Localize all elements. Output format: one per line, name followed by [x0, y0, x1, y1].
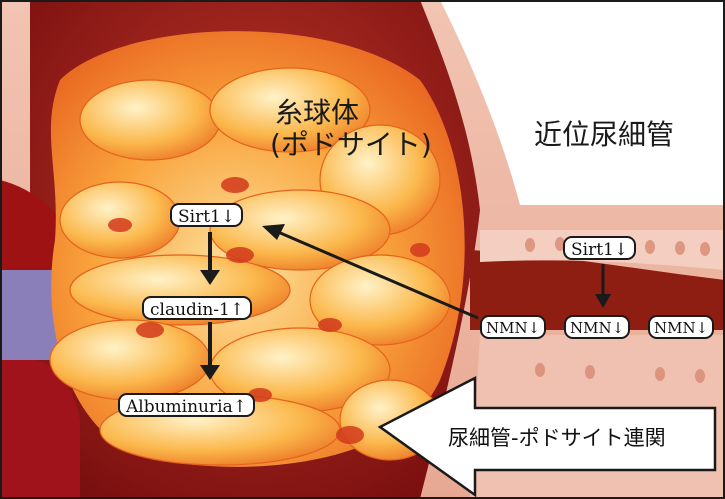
- crosstalk-label: 尿細管-ポドサイト連関: [448, 422, 666, 452]
- podocyte-label: (ポドサイト): [270, 128, 432, 162]
- claudin-box: claudin-1↑: [142, 296, 252, 320]
- nmn-box-1: NMN↓: [480, 315, 546, 339]
- albuminuria-box: Albuminuria↑: [118, 393, 255, 417]
- sirt1-podocyte-box: Sirt1↓: [170, 203, 243, 227]
- glomerulus-label: 糸球体: [275, 96, 359, 130]
- nmn-box-2: NMN↓: [564, 315, 630, 339]
- proximal-tubule-label: 近位尿細管: [534, 118, 674, 152]
- nmn-box-3: NMN↓: [648, 315, 714, 339]
- sirt1-tubule-box: Sirt1↓: [563, 236, 636, 260]
